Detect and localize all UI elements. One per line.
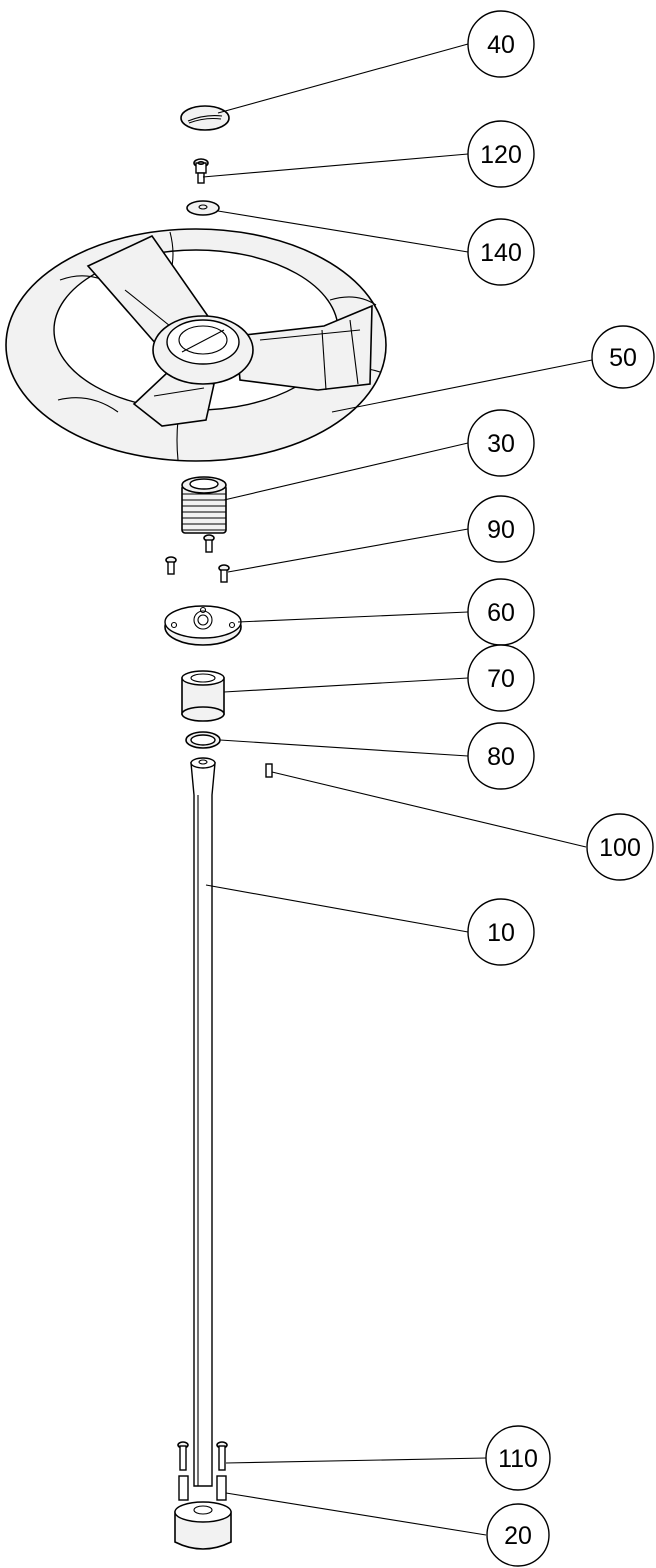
callout-100: 100 — [586, 813, 654, 881]
leader-60 — [237, 611, 469, 623]
leader-50 — [331, 359, 593, 413]
part-bushing — [181, 670, 225, 722]
leader-70 — [223, 677, 469, 693]
bolt-left — [177, 1441, 189, 1471]
callout-70: 70 — [467, 644, 535, 712]
leader-80 — [219, 739, 469, 757]
part-washer — [186, 200, 220, 216]
callout-label-30: 30 — [487, 430, 515, 458]
part-bolts — [177, 1441, 228, 1471]
part-column-shaft — [190, 757, 216, 1487]
callout-60: 60 — [467, 578, 535, 646]
part-screws — [165, 534, 230, 583]
bolt-right — [216, 1441, 228, 1471]
leader-100 — [271, 771, 587, 848]
callout-label-10: 10 — [487, 919, 515, 947]
leader-110 — [225, 1457, 487, 1464]
callout-50: 50 — [591, 325, 655, 389]
screw-b — [165, 556, 177, 575]
callout-label-90: 90 — [487, 516, 515, 544]
callout-label-70: 70 — [487, 665, 515, 693]
leader-120 — [202, 153, 469, 178]
callout-30: 30 — [467, 409, 535, 477]
callout-label-40: 40 — [487, 31, 515, 59]
screw-a — [203, 534, 215, 553]
part-base-hub — [174, 1475, 232, 1550]
part-key — [265, 763, 273, 778]
leader-10 — [205, 884, 469, 933]
callout-80: 80 — [467, 722, 535, 790]
callout-90: 90 — [467, 495, 535, 563]
callout-120: 120 — [467, 120, 535, 188]
leader-30 — [223, 442, 469, 501]
part-ring — [185, 731, 221, 749]
callout-label-110: 110 — [498, 1445, 538, 1473]
callout-label-20: 20 — [504, 1522, 532, 1550]
callouts: 40 120 140 50 30 90 60 70 — [467, 10, 655, 1567]
callout-140: 140 — [467, 218, 535, 286]
callout-20: 20 — [486, 1503, 550, 1567]
callout-10: 10 — [467, 898, 535, 966]
callout-label-120: 120 — [480, 141, 522, 169]
callout-label-60: 60 — [487, 599, 515, 627]
callout-110: 110 — [485, 1425, 551, 1491]
leader-lines — [202, 43, 593, 1536]
part-threaded-insert — [181, 476, 227, 534]
callout-label-50: 50 — [609, 344, 637, 372]
leader-140 — [217, 210, 469, 253]
part-hub-cap — [180, 105, 230, 131]
callout-40: 40 — [467, 10, 535, 78]
part-adapter-plate — [164, 605, 242, 646]
screw-c — [218, 564, 230, 583]
leader-90 — [227, 528, 469, 573]
callout-label-80: 80 — [487, 743, 515, 771]
callout-label-140: 140 — [480, 239, 522, 267]
part-steering-wheel — [5, 228, 387, 462]
leader-40 — [217, 43, 469, 114]
leader-20 — [225, 1492, 487, 1536]
callout-label-100: 100 — [599, 834, 641, 862]
part-center-screw — [193, 158, 209, 184]
